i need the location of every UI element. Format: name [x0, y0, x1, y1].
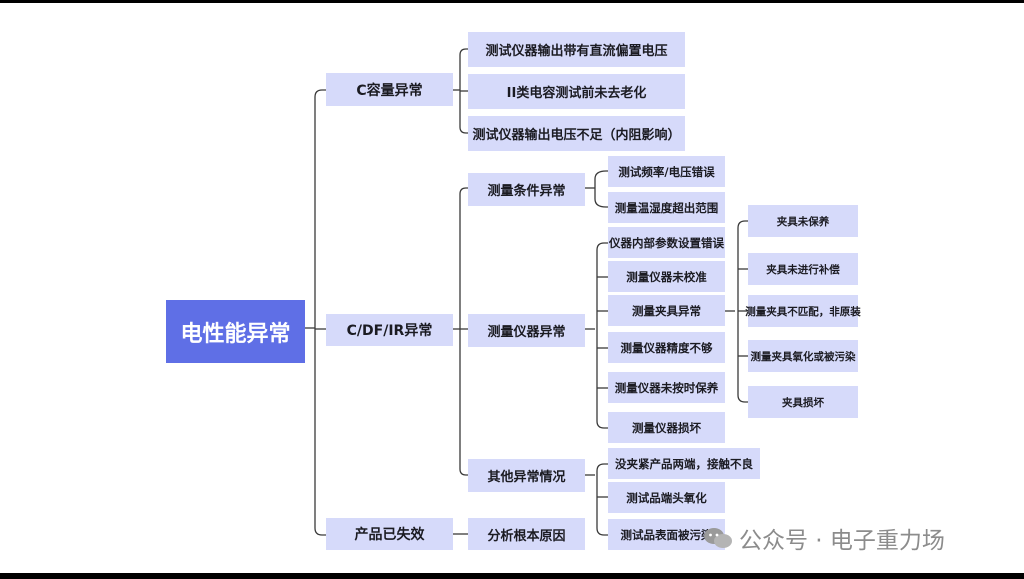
node-c-df-ir: C/DF/IR异常	[326, 314, 453, 346]
node-class2-aging: II类电容测试前未去老化	[468, 74, 685, 109]
wechat-icon	[704, 528, 732, 548]
node-dc-bias: 测试仪器输出带有直流偏置电压	[468, 32, 685, 67]
node-precision: 测量仪器精度不够	[608, 332, 725, 363]
node-root-cause: 分析根本原因	[468, 518, 585, 550]
node-terminal-oxidized: 测试品端头氧化	[608, 482, 725, 513]
node-measure-condition: 测量条件异常	[468, 173, 585, 206]
mindmap-canvas: 电性能异常 C容量异常 C/DF/IR异常 产品已失效 测试仪器输出带有直流偏置…	[0, 3, 1024, 573]
node-low-voltage: 测试仪器输出电压不足（内阻影响）	[468, 116, 685, 151]
watermark: 公众号 · 电子重力场	[703, 521, 945, 555]
node-fixture-mismatch: 测量夹具不匹配，非原装	[745, 295, 861, 327]
node-fixture-not-maintained: 夹具未保养	[748, 205, 858, 237]
node-param-setting: 仪器内部参数设置错误	[608, 227, 725, 258]
node-temp-humidity: 测量温湿度超出范围	[608, 192, 725, 223]
node-fixture-anomaly: 测量夹具异常	[608, 295, 725, 326]
node-not-clamped: 没夹紧产品两端，接触不良	[608, 448, 760, 479]
node-fixture-no-compensation: 夹具未进行补偿	[748, 253, 858, 285]
node-c-capacity: C容量异常	[326, 73, 453, 106]
node-not-calibrated: 测量仪器未校准	[608, 261, 725, 292]
node-other-anomaly: 其他异常情况	[468, 459, 585, 492]
connector-lines	[305, 48, 748, 536]
node-fixture-oxidized: 测量夹具氧化或被污染	[748, 340, 858, 372]
root-node: 电性能异常	[166, 300, 305, 363]
node-fixture-damaged: 夹具损坏	[748, 386, 858, 418]
node-freq-voltage-error: 测试频率/电压错误	[608, 156, 725, 187]
node-maintenance: 测量仪器未按时保养	[608, 372, 725, 403]
node-measure-instrument: 测量仪器异常	[468, 314, 585, 347]
watermark-text: 公众号 · 电子重力场	[739, 528, 945, 554]
node-product-failed: 产品已失效	[326, 518, 453, 550]
node-instrument-damaged: 测量仪器损坏	[608, 412, 725, 443]
